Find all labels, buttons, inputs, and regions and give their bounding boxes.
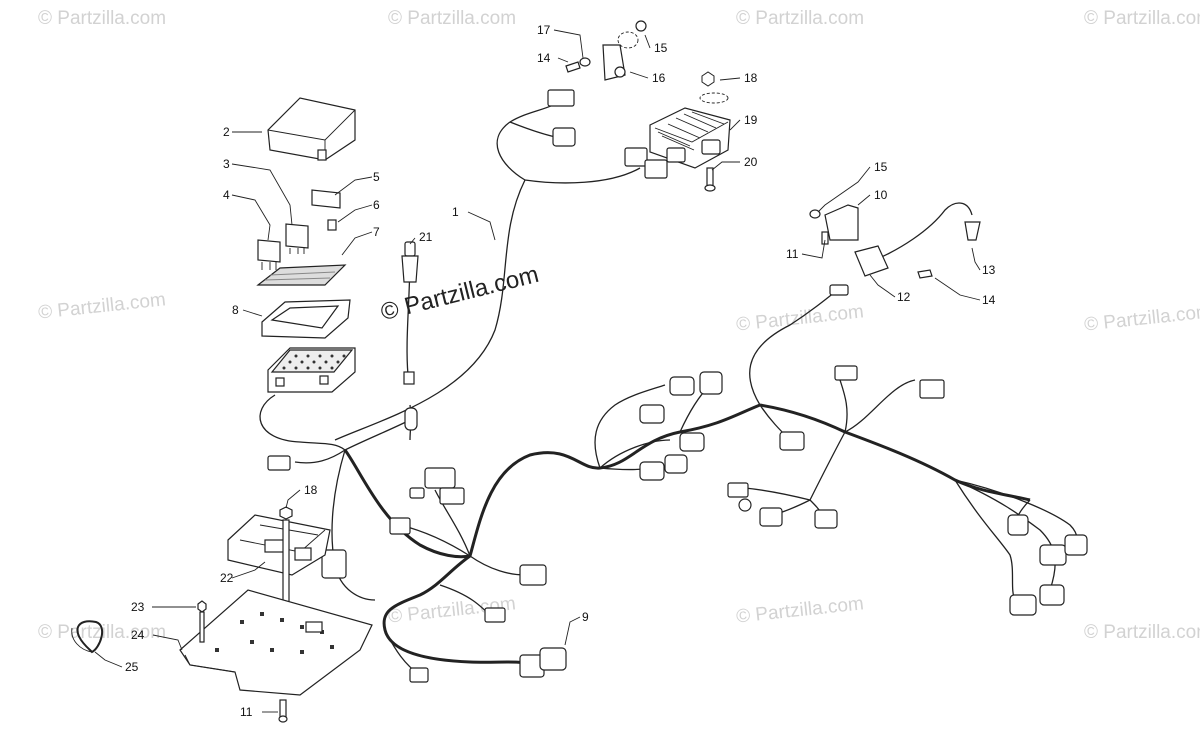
callout-3: 3 <box>223 157 230 171</box>
callout-23: 23 <box>131 600 145 614</box>
mounting-plate <box>179 589 373 696</box>
callout-18b: 18 <box>304 483 318 497</box>
callout-22: 22 <box>220 571 234 585</box>
screw <box>197 600 207 643</box>
mount-hardware <box>565 20 647 81</box>
ecu-module <box>227 506 331 651</box>
callout-17: 17 <box>537 23 551 37</box>
callout-5: 5 <box>373 170 380 184</box>
callout-21: 21 <box>419 230 433 244</box>
fuse-box-cover <box>267 97 356 161</box>
oxygen-sensor <box>401 241 419 431</box>
callout-15: 15 <box>874 160 888 174</box>
callout-20: 20 <box>744 155 758 169</box>
callout-11: 11 <box>786 247 799 261</box>
bolt <box>704 167 716 192</box>
callout-13: 13 <box>982 263 996 277</box>
callout-11b: 11 <box>240 705 253 719</box>
watermark: © Partzilla.com <box>388 8 517 29</box>
watermark: © Partzilla.com <box>38 8 167 29</box>
callout-15b: 15 <box>654 41 668 55</box>
callout-9: 9 <box>582 610 589 624</box>
harness-connectors <box>267 89 1088 683</box>
watermark: © Partzilla.com <box>736 8 865 29</box>
callout-25: 25 <box>125 660 139 674</box>
gasket <box>256 264 347 286</box>
callout-14: 14 <box>537 51 551 65</box>
callout-2: 2 <box>223 125 230 139</box>
wiring-harness <box>259 99 1079 676</box>
callout-10: 10 <box>874 188 888 202</box>
callout-18: 18 <box>744 71 758 85</box>
callout-8: 8 <box>232 303 239 317</box>
relay <box>311 189 341 209</box>
voltage-regulator <box>649 107 731 169</box>
callout-6: 6 <box>373 198 380 212</box>
callout-1: 1 <box>452 205 459 219</box>
callout-14b: 14 <box>982 293 996 307</box>
callout-4: 4 <box>223 188 230 202</box>
callout-labels: 1 2 3 4 5 6 7 8 9 10 11 11 12 13 14 14 1… <box>125 23 996 719</box>
callout-16: 16 <box>652 71 666 85</box>
watermark: © Partzilla.com <box>1084 8 1200 29</box>
leader-lines <box>94 29 981 713</box>
ignition-parts <box>809 204 981 279</box>
fuse-block <box>267 347 356 393</box>
callout-24: 24 <box>131 628 145 642</box>
bottom-bolt <box>278 699 288 723</box>
fuse <box>327 219 337 231</box>
relays <box>257 223 309 270</box>
hose-clamp <box>71 620 104 654</box>
nut <box>699 71 729 104</box>
callout-19: 19 <box>744 113 758 127</box>
callout-7: 7 <box>373 225 380 239</box>
watermark: © Partzilla.com <box>1084 622 1200 643</box>
seal-frame <box>261 299 351 339</box>
callout-12: 12 <box>897 290 911 304</box>
